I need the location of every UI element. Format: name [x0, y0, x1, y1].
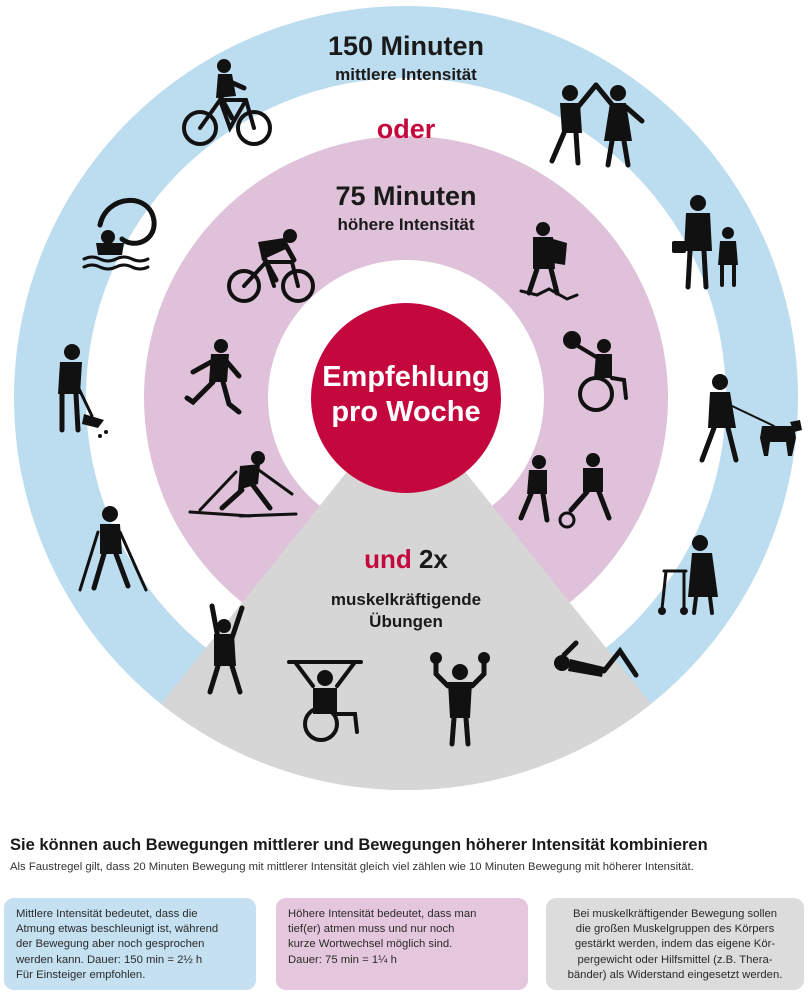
hiking-icon: [519, 222, 579, 301]
situps-icon: [554, 640, 639, 678]
wedge-line-2: Übungen: [369, 612, 443, 631]
box-line: pergewicht oder Hilfsmittel (z.B. Thera-: [577, 953, 773, 966]
swimming-icon: [82, 197, 157, 271]
outer-subtitle: mittlere Intensität: [335, 65, 477, 84]
cycling-icon: [182, 59, 272, 146]
wheelchair-band-exercise-icon: [287, 660, 363, 742]
outer-title: 150 Minuten: [328, 31, 484, 61]
wheelchair-basketball-icon: [563, 331, 628, 412]
walker-elderly-icon: [658, 535, 718, 615]
climbing-icon: [207, 603, 245, 695]
dancing-couple-icon: [549, 82, 645, 168]
walking-with-child-icon: [672, 195, 738, 290]
box-line: werden kann. Dauer: 150 min = 2½ h: [16, 953, 203, 966]
wedge-count: 2x: [412, 544, 449, 574]
center-line-1: Empfehlung: [322, 361, 490, 393]
box-line: Höhere Intensität bedeutet, dass man: [288, 908, 477, 920]
connector-oder: oder: [377, 114, 436, 144]
center-line-2: pro Woche: [331, 396, 480, 428]
box-line: bänder) als Widerstand eingesetzt werden…: [567, 968, 783, 981]
muscle-wedge: [14, 398, 798, 790]
nordic-walking-icon: [78, 506, 148, 592]
box-line: Atmung etwas beschleunigt ist, während: [16, 923, 219, 936]
wedge-und: und: [364, 544, 412, 574]
box-line: Dauer: 75 min = 1¼ h: [288, 953, 397, 966]
box-line: gestärkt werden, indem das eigene Kör-: [574, 938, 776, 951]
rule-of-thumb-text: Als Faustregel gilt, dass 20 Minuten Bew…: [10, 861, 694, 873]
soccer-icon: [518, 453, 612, 529]
sweeping-icon: [58, 344, 108, 438]
wedge-line-1: muskelkräftigende: [331, 590, 481, 609]
middle-title: 75 Minuten: [335, 181, 476, 211]
dog-walking-icon: [699, 374, 802, 463]
road-cycling-icon: [227, 229, 315, 303]
running-icon: [184, 339, 242, 415]
center-circle: [311, 303, 501, 493]
box-line: Für Einsteiger empfohlen.: [16, 968, 146, 981]
vigorous-intensity-box: Höhere Intensität bedeutet, dass man tie…: [276, 898, 528, 990]
middle-subtitle: höhere Intensität: [338, 215, 475, 234]
cross-country-skiing-icon: [188, 451, 298, 518]
box-line: Bei muskelkräftigender Bewegung sollen: [572, 908, 778, 920]
activity-recommendation-diagram: Empfehlung pro Woche 150 Minuten mittler…: [14, 6, 802, 790]
moderate-intensity-box: Mittlere Intensität bedeutet, dass die A…: [4, 898, 256, 990]
wedge-title: und 2x: [364, 544, 448, 574]
box-line: kurze Wortwechsel möglich sind.: [288, 938, 453, 951]
combine-heading: Sie können auch Bewegungen mittlerer und…: [10, 836, 708, 854]
box-line: die großen Muskelgruppen des Körpers: [575, 923, 775, 936]
box-line: tief(er) atmen muss und nur noch: [288, 923, 455, 936]
dumbbell-exercise-icon: [430, 652, 490, 747]
muscle-strengthening-box: Bei muskelkräftigender Bewegung sollen d…: [546, 898, 804, 990]
box-line: der Bewegung aber noch gesprochen: [16, 938, 205, 951]
box-line: Mittlere Intensität bedeutet, dass die: [16, 908, 198, 920]
